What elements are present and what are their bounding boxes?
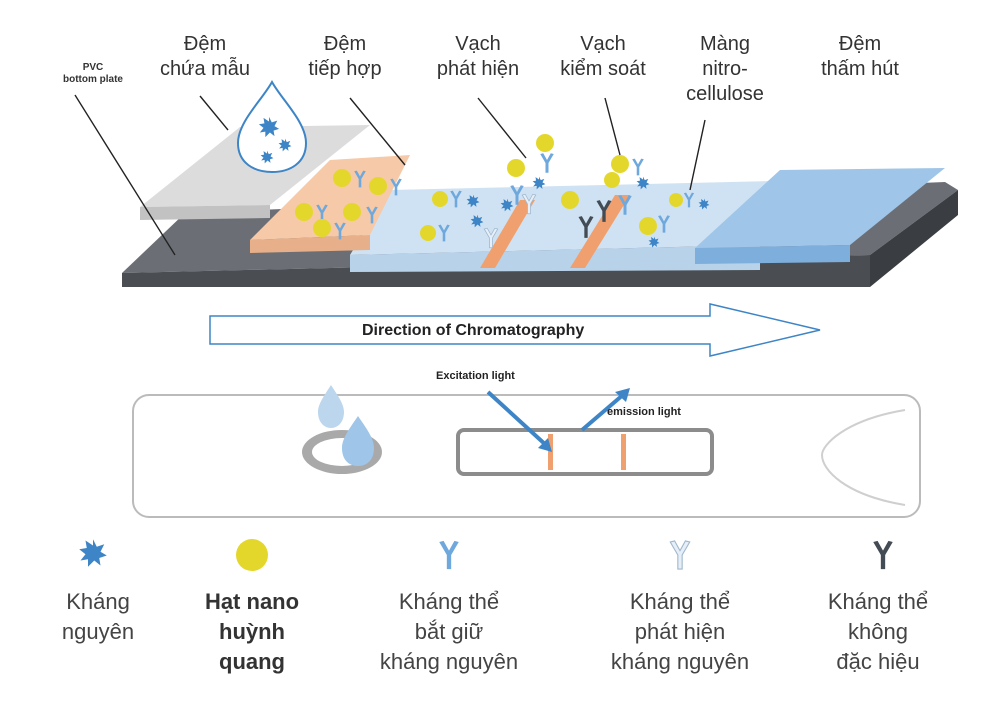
cassette-control-line (621, 434, 626, 470)
legend-icons (79, 539, 893, 571)
nanoparticle-icon (507, 159, 525, 177)
conjugate-side (250, 235, 370, 253)
membrane-particles (420, 134, 710, 249)
nanoparticle-icon (432, 191, 448, 207)
nanoparticle-icon (536, 134, 554, 152)
emission-arrow (580, 392, 626, 432)
sample-drop (236, 79, 308, 174)
nanoparticle-icon (604, 172, 620, 188)
nanoparticle-icon (669, 193, 683, 207)
nonspecific-antibody-icon (873, 540, 893, 570)
result-window (456, 428, 714, 476)
excitation-label: Excitation light (436, 370, 515, 382)
nanoparticle-icon (561, 191, 579, 209)
leader-membrane (689, 119, 706, 191)
cassette-drop-large (342, 416, 374, 466)
sample-pad-label: Đệm chứa mẫu (159, 33, 251, 80)
antibody-icon (632, 158, 644, 176)
detection-antibody-icon (669, 540, 691, 570)
capture-antibody-icon (439, 540, 459, 570)
nanoparticle-icon (236, 539, 268, 571)
leader-sample-pad (199, 95, 229, 131)
cassette-test-line (548, 434, 553, 470)
membrane-side (350, 245, 760, 272)
legend-label-detection-antibody: Kháng thể phát hiện kháng nguyên (610, 589, 750, 674)
leader-control-line (604, 97, 621, 156)
conjugate-pad-label: Đệm tiếp hợp (308, 33, 382, 80)
absorbent-top (695, 168, 945, 248)
nanoparticle-icon (611, 155, 629, 173)
nanoparticle-icon (369, 177, 387, 195)
legend-label-antigen: Kháng nguyên (61, 589, 135, 644)
nanoparticle-icon (639, 217, 657, 235)
sample-side (140, 205, 270, 220)
test-line-strip (480, 200, 535, 268)
nanoparticle-icon (343, 203, 361, 221)
conjugate-pad (250, 155, 410, 253)
control-line-strip (570, 195, 630, 268)
conjugate-particles (295, 169, 402, 240)
cassette-drop-small (318, 385, 344, 428)
conjugate-top (250, 155, 410, 240)
emission-arrowhead (615, 388, 630, 402)
leader-test-line (477, 97, 527, 159)
direction-label: Direction of Chromatography (362, 322, 585, 339)
direction-arrow (209, 303, 821, 357)
legend-label-capture-antibody: Kháng thể bắt giữ kháng nguyên (379, 589, 519, 674)
antibody-icon (540, 153, 554, 173)
absorbent-side (695, 245, 850, 264)
legend-label-nonspecific-antibody: Kháng thể không đặc hiệu (827, 589, 929, 674)
emission-label: emission light (607, 406, 681, 418)
excitation-arrow (486, 390, 549, 448)
leader-pvc (74, 94, 176, 256)
excitation-arrowhead (538, 438, 552, 452)
backing-end (870, 190, 958, 287)
nanoparticle-icon (420, 225, 436, 241)
absorbent-pad (695, 168, 945, 264)
nanoparticle-icon (295, 203, 313, 221)
leader-conjugate-pad (349, 97, 406, 166)
cassette-grip (820, 409, 906, 506)
pvc-label: PVC bottom plate (63, 62, 123, 85)
nanoparticle-icon (313, 219, 331, 237)
absorbent-pad-label: Đệm thấm hút (821, 33, 899, 80)
nanoparticle-icon (333, 169, 351, 187)
legend-label-nanoparticle: Hạt nano huỳnh quang (204, 589, 300, 674)
antigen-icon (79, 539, 107, 567)
leader-lines (74, 94, 706, 256)
membrane-label: Màng nitro- cellulose (686, 33, 764, 105)
control-line-label: Vạch kiểm soát (560, 33, 646, 80)
test-line-label: Vạch phát hiện (436, 33, 520, 80)
